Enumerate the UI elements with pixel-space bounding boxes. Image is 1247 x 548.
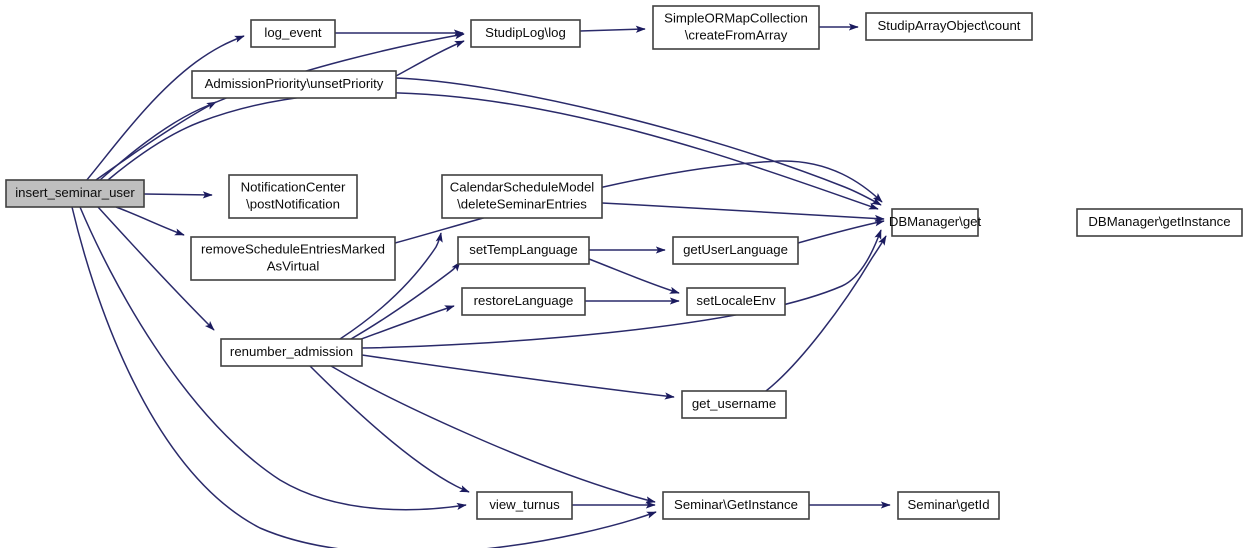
node-box-get_user_language[interactable]	[672, 236, 799, 265]
node-box-admission_priority_unset[interactable]	[191, 70, 397, 99]
call-edge-renumber_admission-to-get_username	[361, 354, 675, 400]
node-box-calendar_schedule_delete[interactable]	[441, 174, 603, 219]
node-box-notification_center_post[interactable]	[228, 174, 358, 219]
call-edge-renumber_admission-to-dbmanager_get	[361, 229, 882, 349]
node-box-log_event[interactable]	[250, 19, 336, 48]
node-dbmanager_get[interactable]: DBManager\get	[889, 208, 982, 237]
node-studip_array_count[interactable]: StudipArrayObject\count	[865, 12, 1033, 41]
node-box-seminar_getinstance[interactable]	[662, 491, 810, 520]
node-restore_language[interactable]: restoreLanguage	[461, 287, 586, 316]
node-box-restore_language[interactable]	[461, 287, 586, 316]
call-edge-admission_priority_unset-to-studiplog_log	[395, 40, 465, 77]
call-edge-insert_seminar_user-to-notification_center_post	[143, 191, 213, 199]
node-box-studip_array_count[interactable]	[865, 12, 1033, 41]
call-edge-renumber_admission-to-set_temp_language	[350, 261, 461, 340]
node-admission_priority_unset[interactable]: AdmissionPriority\unsetPriority	[191, 70, 397, 99]
call-edge-admission_priority_unset-to-dbmanager_get	[395, 77, 882, 206]
node-box-simple_ormap_create[interactable]	[652, 5, 820, 50]
call-edge-insert_seminar_user-to-view_turnus	[79, 206, 467, 511]
node-box-get_username[interactable]	[681, 390, 787, 419]
edges-layer	[71, 23, 891, 548]
node-renumber_admission[interactable]: renumber_admission	[220, 338, 363, 367]
node-box-dbmanager_get[interactable]	[891, 208, 979, 237]
node-studiplog_log[interactable]: StudipLog\log	[470, 19, 581, 48]
node-simple_ormap_create[interactable]: SimpleORMapCollection\createFromArray	[652, 5, 820, 50]
node-dbmanager_getinstance[interactable]: DBManager\getInstance	[1076, 208, 1243, 237]
call-edge-get_user_language-to-dbmanager_get	[797, 219, 885, 244]
call-edge-calendar_schedule_delete-to-dbmanager_get	[601, 202, 885, 223]
nodes-layer: insert_seminar_user log_eventAdmissionPri…	[5, 5, 1243, 520]
call-edge-insert_seminar_user-to-seminar_getinstance	[71, 206, 657, 548]
node-notification_center_post[interactable]: NotificationCenter\postNotification	[228, 174, 358, 219]
node-insert_seminar_user[interactable]: insert_seminar_user	[5, 179, 145, 208]
node-box-view_turnus[interactable]	[476, 491, 573, 520]
node-set_temp_language[interactable]: setTempLanguage	[457, 236, 590, 265]
node-set_locale_env[interactable]: setLocaleEnv	[686, 287, 786, 316]
node-view_turnus[interactable]: view_turnus	[476, 491, 573, 520]
call-edge-set_temp_language-to-set_locale_env	[588, 258, 680, 294]
call-edge-insert_seminar_user-to-renumber_admission	[97, 206, 215, 331]
call-edge-insert_seminar_user-to-log_event	[85, 35, 245, 182]
node-box-set_temp_language[interactable]	[457, 236, 590, 265]
node-get_username[interactable]: get_username	[681, 390, 787, 419]
node-box-renumber_admission[interactable]	[220, 338, 363, 367]
node-log_event[interactable]: log_event	[250, 19, 336, 48]
node-box-dbmanager_getinstance[interactable]	[1076, 208, 1243, 237]
node-calendar_schedule_delete[interactable]: CalendarScheduleModel\deleteSeminarEntri…	[441, 174, 603, 219]
node-get_user_language[interactable]: getUserLanguage	[672, 236, 799, 265]
node-box-studiplog_log[interactable]	[470, 19, 581, 48]
call-edge-remove_schedule_entries-to-dbmanager_get	[394, 160, 883, 244]
call-edge-get_username-to-dbmanager_get	[765, 235, 887, 392]
call-edge-renumber_admission-to-calendar_schedule_delete	[339, 232, 443, 340]
call-edge-insert_seminar_user-to-admission_priority_unset	[95, 101, 217, 181]
call-edge-insert_seminar_user-to-remove_schedule_entries	[115, 206, 185, 236]
call-edge-renumber_admission-to-view_turnus	[309, 365, 470, 493]
call-edge-renumber_admission-to-restore_language	[355, 305, 455, 342]
node-box-seminar_getid[interactable]	[897, 491, 1000, 520]
node-box-insert_seminar_user[interactable]	[5, 179, 145, 208]
call-edge-insert_seminar_user-to-studiplog_log	[99, 32, 465, 181]
node-box-remove_schedule_entries[interactable]	[190, 236, 396, 281]
node-seminar_getinstance[interactable]: Seminar\GetInstance	[662, 491, 810, 520]
call-edge-studiplog_log-to-simple_ormap_create	[579, 25, 646, 33]
node-seminar_getid[interactable]: Seminar\getId	[897, 491, 1000, 520]
node-box-set_locale_env[interactable]	[686, 287, 786, 316]
call-edge-renumber_admission-to-seminar_getinstance	[330, 365, 656, 504]
